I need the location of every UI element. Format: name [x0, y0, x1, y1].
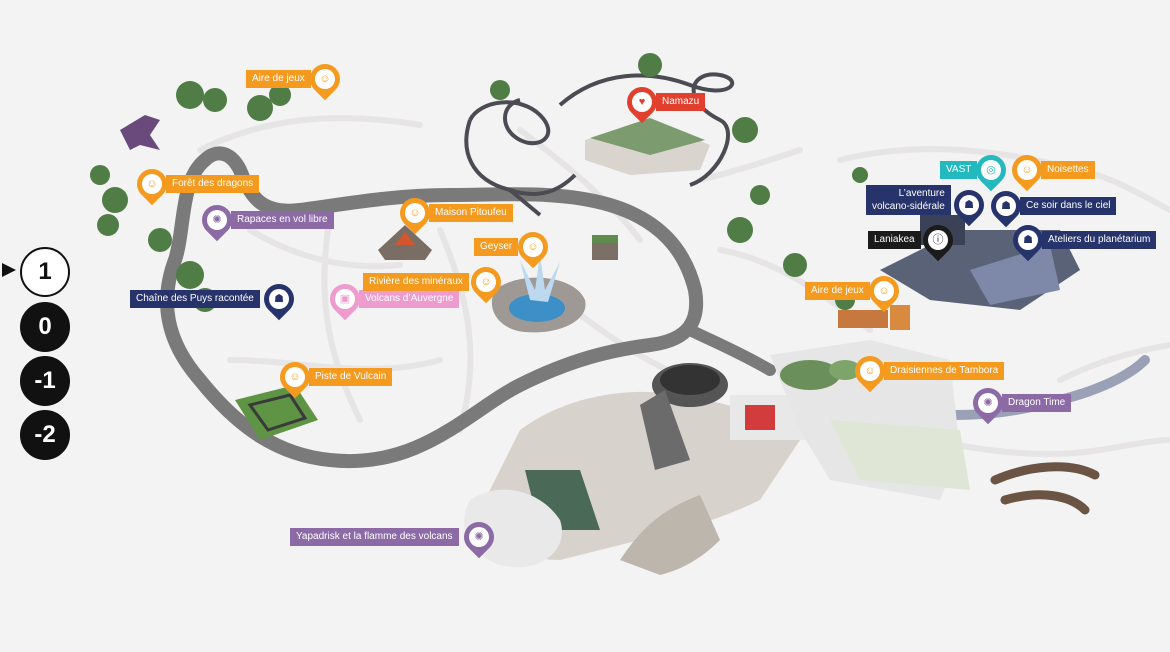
poi-label: Draisiennes de Tambora — [884, 362, 1005, 380]
poi-piste-de-vulcain[interactable]: ☺ Piste de Vulcain — [273, 355, 393, 399]
poi-rapaces-en-vol-libre[interactable]: ✺ Rapaces en vol libre — [195, 198, 334, 242]
geyser-pool — [491, 255, 586, 333]
poi-label: Aire de jeux — [805, 282, 870, 300]
floor-button-minus-2[interactable]: -2 — [20, 410, 70, 460]
floor-button-1[interactable]: 1 — [20, 247, 70, 297]
planetarium-building — [880, 215, 1080, 310]
wooden-structure — [990, 462, 1100, 515]
poi-label: Aire de jeux — [246, 70, 311, 88]
poi-foret-des-dragons[interactable]: ☺ Forêt des dragons — [130, 162, 260, 206]
poi-label: Geyser — [474, 238, 519, 256]
poi-label: Rivière des minéraux — [363, 273, 469, 291]
poi-dragon-time[interactable]: ✺ Dragon Time — [966, 381, 1072, 425]
poi-label: Yapadrisk et la flamme des volcans — [290, 528, 459, 546]
poi-label: Maison Pitoufeu — [429, 204, 513, 222]
poi-label: L’aventure volcano-sidérale — [866, 185, 951, 215]
poi-label: Namazu — [656, 93, 706, 111]
poi-volcans-auvergne[interactable]: ▣ Volcans d’Auvergne — [323, 277, 460, 321]
poi-ateliers-du-planetarium[interactable]: ☗ Ateliers du planétarium — [1006, 218, 1157, 262]
poi-label: Ateliers du planétarium — [1042, 231, 1157, 249]
poi-geyser[interactable]: Geyser ☺ — [474, 225, 555, 269]
poi-label: VAST — [940, 161, 978, 179]
poi-label: Rapaces en vol libre — [231, 211, 334, 229]
poi-yapadrisk[interactable]: Yapadrisk et la flamme des volcans ✺ — [290, 515, 501, 559]
rollercoaster — [464, 72, 735, 217]
maison-pitoufeu — [378, 225, 432, 260]
small-hut — [592, 235, 618, 260]
poi-label: Volcans d’Auvergne — [359, 290, 460, 308]
poi-label: Laniakea — [868, 231, 921, 249]
poi-maison-pitoufeu[interactable]: ☺ Maison Pitoufeu — [393, 191, 513, 235]
poi-label: Forêt des dragons — [166, 175, 260, 193]
floor-button-0[interactable]: 0 — [20, 302, 70, 352]
poi-label-line-2: volcano-sidérale — [872, 201, 945, 212]
kart-circuit — [235, 385, 318, 440]
poi-noisettes[interactable]: ☺ Noisettes — [1005, 148, 1095, 192]
poi-label: Noisettes — [1041, 161, 1095, 179]
poi-namazu[interactable]: ♥ Namazu — [620, 80, 706, 124]
poi-label: Dragon Time — [1002, 394, 1072, 412]
poi-aire-de-jeux-north[interactable]: Aire de jeux ☺ — [246, 57, 347, 101]
poi-label-line-1: L’aventure — [898, 188, 945, 199]
dragon-figure — [120, 115, 160, 150]
namazu-building — [585, 118, 710, 175]
poi-aire-de-jeux-east[interactable]: Aire de jeux ☺ — [805, 269, 906, 313]
poi-label: Chaîne des Puys racontée — [130, 290, 260, 308]
poi-chaine-des-puys[interactable]: Chaîne des Puys racontée ☗ — [130, 277, 301, 321]
track-branch — [684, 324, 776, 376]
floor-button-minus-1[interactable]: -1 — [20, 356, 70, 406]
main-track — [160, 146, 704, 469]
poi-ce-soir-dans-le-ciel[interactable]: ☗ Ce soir dans le ciel — [984, 184, 1117, 228]
poi-label: Piste de Vulcain — [309, 368, 393, 386]
poi-aventure-volcano-siderale[interactable]: L’aventure volcano-sidérale ☗ — [866, 183, 991, 227]
plaza-right — [770, 340, 970, 500]
poi-draisiennes-de-tambora[interactable]: ☺ Draisiennes de Tambora — [848, 349, 1005, 393]
poi-vast[interactable]: VAST ◎ — [940, 148, 1013, 192]
trees — [90, 53, 868, 312]
poi-laniakea[interactable]: Laniakea ⓘ — [868, 218, 960, 262]
playground-right — [838, 305, 910, 330]
poi-label: Ce soir dans le ciel — [1020, 197, 1117, 215]
current-floor-arrow-icon — [2, 263, 16, 277]
poi-riviere-des-mineraux[interactable]: Rivière des minéraux ☺ — [363, 260, 508, 304]
